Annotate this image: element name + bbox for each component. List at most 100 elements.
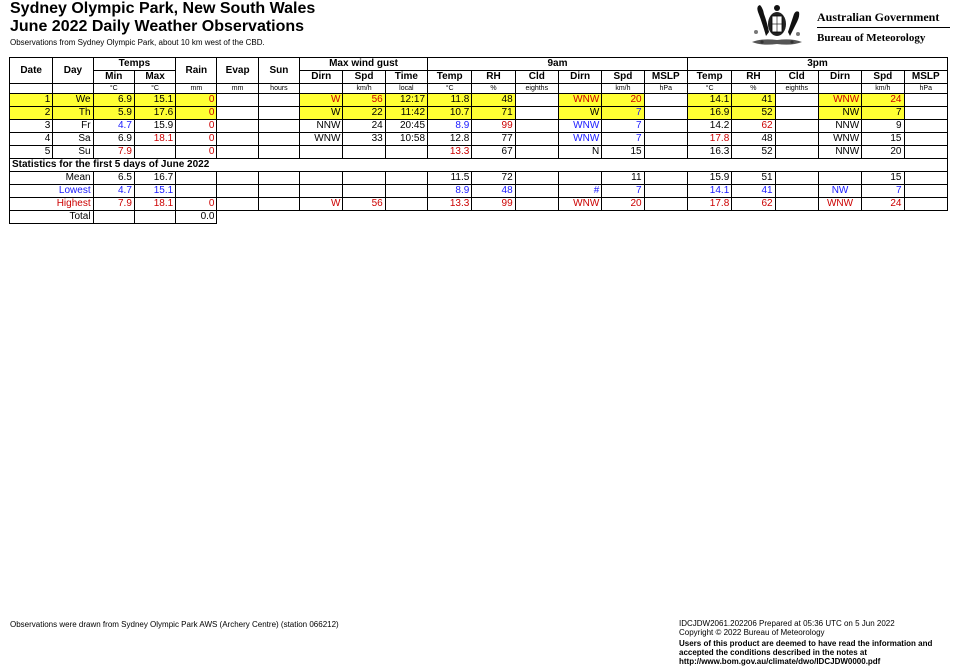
cell-date: 3 bbox=[8, 119, 54, 133]
stat-rain: 0.0 bbox=[175, 210, 218, 224]
stat-cell bbox=[384, 197, 429, 211]
col-3pm-dirn: Dirn bbox=[817, 70, 863, 84]
cell-evap bbox=[216, 145, 259, 159]
cell-9am-spd: 15 bbox=[601, 145, 645, 159]
cell-9am-dirn: WNW bbox=[557, 119, 603, 133]
stat-3pm-temp: 17.8 bbox=[686, 197, 733, 211]
stat-cell bbox=[903, 171, 948, 185]
cell-3pm-mslp bbox=[903, 145, 948, 159]
col-gust-spd: Spd bbox=[342, 70, 386, 84]
cell-3pm-mslp bbox=[903, 93, 948, 107]
cell-max: 15.9 bbox=[133, 119, 177, 133]
unit-cell bbox=[299, 83, 344, 94]
cell-min: 6.9 bbox=[92, 132, 135, 146]
cell-gust-dirn: W bbox=[299, 106, 344, 120]
cell-rain: 0 bbox=[175, 145, 218, 159]
stat-9am-temp: 11.5 bbox=[427, 171, 473, 185]
cell-day: Sa bbox=[52, 132, 94, 146]
cell-9am-temp: 11.8 bbox=[427, 93, 473, 107]
cell-9am-rh: 99 bbox=[471, 119, 516, 133]
cell-3pm-rh: 41 bbox=[731, 93, 776, 107]
cell-min: 6.9 bbox=[92, 93, 135, 107]
cell-9am-cld bbox=[514, 119, 559, 133]
cell-rain: 0 bbox=[175, 106, 218, 120]
col-9am-temp: Temp bbox=[427, 70, 473, 84]
cell-max bbox=[133, 145, 177, 159]
col-gust-dirn: Dirn bbox=[299, 70, 344, 84]
table-row: 2 Th 5.9 17.6 0 W 22 11:42 10.7 71 W 7 1… bbox=[8, 106, 948, 120]
stat-rain: 0 bbox=[175, 197, 218, 211]
stat-3pm-rh: 41 bbox=[731, 184, 776, 198]
group-max-wind-gust: Max wind gust bbox=[299, 57, 429, 71]
observations-table: Date Day Temps Rain Evap Sun Max wind gu… bbox=[8, 57, 949, 224]
stat-9am-temp: 8.9 bbox=[427, 184, 473, 198]
bureau-name: Bureau of Meteorology bbox=[817, 32, 926, 44]
cell-9am-mslp bbox=[643, 145, 688, 159]
cell-9am-cld bbox=[514, 145, 559, 159]
col-3pm-spd: Spd bbox=[861, 70, 905, 84]
cell-9am-rh: 71 bbox=[471, 106, 516, 120]
cell-sun bbox=[257, 119, 301, 133]
cell-day: Th bbox=[52, 106, 94, 120]
cell-9am-cld bbox=[514, 132, 559, 146]
footer-terms-line1: Users of this product are deemed to have… bbox=[679, 639, 933, 648]
stat-cell bbox=[514, 184, 559, 198]
cell-3pm-dirn: NNW bbox=[817, 119, 863, 133]
stat-cell bbox=[92, 210, 135, 224]
stat-3pm-temp: 15.9 bbox=[686, 171, 733, 185]
cell-min: 5.9 bbox=[92, 106, 135, 120]
cell-3pm-rh: 52 bbox=[731, 145, 776, 159]
cell-9am-mslp bbox=[643, 132, 688, 146]
col-min: Min bbox=[92, 70, 135, 84]
unit-cell: mm bbox=[175, 83, 218, 94]
coat-of-arms-icon bbox=[752, 5, 802, 45]
stat-max: 15.1 bbox=[133, 184, 177, 198]
cell-gust-time: 12:17 bbox=[384, 93, 429, 107]
stat-cell bbox=[342, 171, 386, 185]
cell-rain: 0 bbox=[175, 93, 218, 107]
stat-cell bbox=[384, 184, 429, 198]
col-day: Day bbox=[52, 57, 94, 84]
header-row-columns: Min Max Dirn Spd Time Temp RH Cld Dirn S… bbox=[10, 70, 948, 84]
table-row: 1 We 6.9 15.1 0 W 56 12:17 11.8 48 WNW 2… bbox=[8, 93, 948, 107]
cell-gust-time: 11:42 bbox=[384, 106, 429, 120]
group-temps: Temps bbox=[92, 57, 177, 71]
cell-9am-cld bbox=[514, 93, 559, 107]
cell-9am-temp: 8.9 bbox=[427, 119, 473, 133]
cell-day: Fr bbox=[52, 119, 94, 133]
cell-evap bbox=[216, 93, 259, 107]
stat-cell bbox=[299, 171, 344, 185]
cell-gust-spd: 22 bbox=[342, 106, 386, 120]
stat-9am-rh: 72 bbox=[471, 171, 516, 185]
cell-sun bbox=[257, 93, 301, 107]
stat-cell bbox=[299, 184, 344, 198]
col-3pm-rh: RH bbox=[731, 70, 776, 84]
header-row-groups: Date Day Temps Rain Evap Sun Max wind gu… bbox=[8, 57, 949, 84]
cell-9am-dirn: W bbox=[557, 106, 603, 120]
cell-3pm-dirn: NNW bbox=[817, 145, 863, 159]
cell-3pm-temp: 16.9 bbox=[686, 106, 733, 120]
units-row: °C °C mm mm hours km/h local °C % eighth… bbox=[8, 83, 948, 94]
col-gust-time: Time bbox=[384, 70, 429, 84]
stat-cell bbox=[514, 171, 559, 185]
footer-terms-link[interactable]: http://www.bom.gov.au/climate/dwo/IDCJDW… bbox=[679, 657, 881, 666]
stat-cell bbox=[257, 171, 301, 185]
cell-3pm-mslp bbox=[903, 106, 948, 120]
cell-9am-mslp bbox=[643, 93, 688, 107]
stat-min: 6.5 bbox=[92, 171, 135, 185]
unit-cell: °C bbox=[133, 83, 177, 94]
page-title: Sydney Olympic Park, New South Wales bbox=[10, 0, 316, 17]
unit-cell: km/h bbox=[861, 83, 905, 94]
group-9am: 9am bbox=[427, 57, 688, 71]
cell-9am-spd: 7 bbox=[601, 119, 645, 133]
cell-3pm-mslp bbox=[903, 119, 948, 133]
unit-cell: mm bbox=[216, 83, 259, 94]
cell-3pm-dirn: NW bbox=[817, 106, 863, 120]
unit-cell bbox=[8, 83, 54, 94]
cell-gust-spd: 33 bbox=[342, 132, 386, 146]
cell-3pm-mslp bbox=[903, 132, 948, 146]
cell-3pm-rh: 62 bbox=[731, 119, 776, 133]
table-row: 4 Sa 6.9 18.1 0 WNW 33 10:58 12.8 77 WNW… bbox=[8, 132, 948, 146]
stat-9am-dirn: # bbox=[557, 184, 603, 198]
cell-date: 1 bbox=[8, 93, 54, 107]
